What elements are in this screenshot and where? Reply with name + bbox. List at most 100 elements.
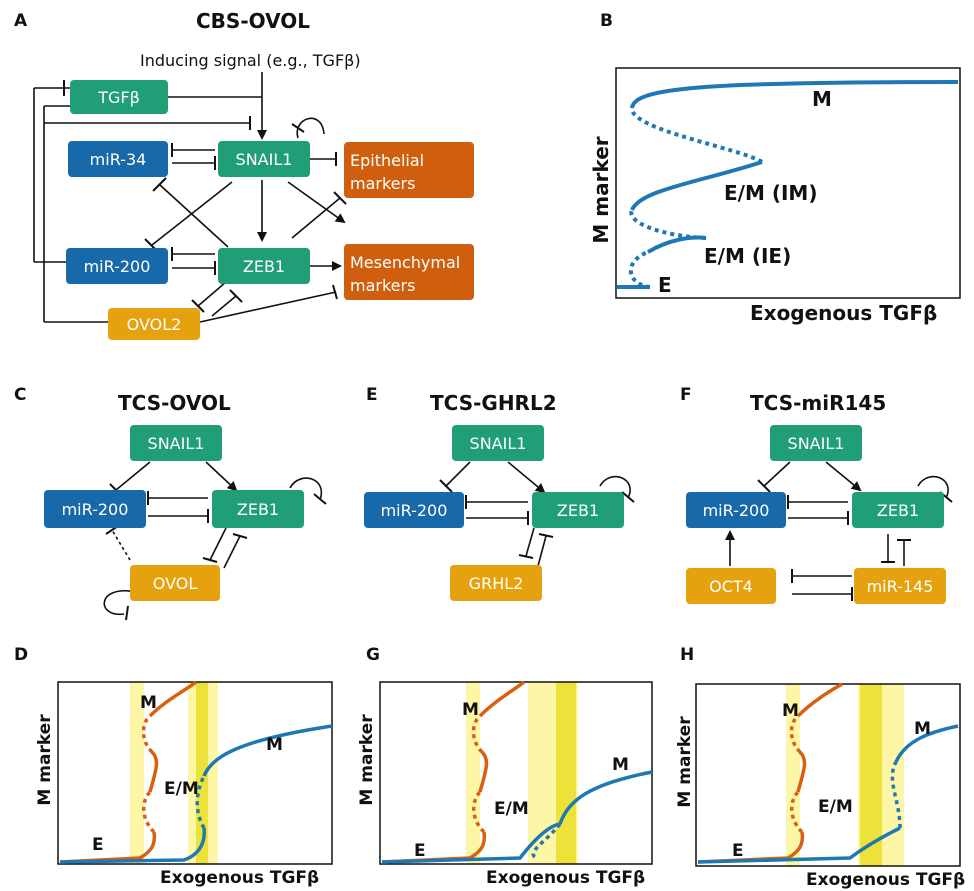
svg-text:SNAIL1: SNAIL1 [470,434,527,453]
node-zeb1-a: ZEB1 [218,248,310,284]
node-snail1-e: SNAIL1 [452,425,544,461]
node-grhl2-e: GRHL2 [450,565,542,601]
svg-text:Epithelial: Epithelial [350,151,424,170]
panel-g: G M marker Exogenous TGFβ M M E/M E [357,645,653,888]
svg-text:ZEB1: ZEB1 [243,257,285,276]
panel-f: F TCS-miR145 SNAIL1 [680,385,953,604]
panel-d-band-1 [130,682,144,864]
svg-text:SNAIL1: SNAIL1 [788,434,845,453]
svg-text:SNAIL1: SNAIL1 [148,434,205,453]
panel-h-label-m-blue: M [914,719,931,739]
panel-b-label-m: M [812,87,832,111]
svg-text:miR-145: miR-145 [867,577,934,596]
panel-h-label-em: E/M [818,797,853,817]
node-zeb1-f: ZEB1 [852,492,944,528]
panel-h-band-2-dark [860,684,882,866]
node-mir200-f: miR-200 [686,492,786,528]
svg-text:ZEB1: ZEB1 [877,501,919,520]
panel-c-edges [103,461,327,621]
panel-d-letter: D [14,645,28,665]
panel-h-curves [697,682,959,864]
svg-text:markers: markers [350,174,415,193]
node-snail1-c: SNAIL1 [130,425,222,461]
panel-a-title: CBS-OVOL [196,9,310,33]
svg-text:SNAIL1: SNAIL1 [236,150,293,169]
panel-e-edges [439,461,635,567]
svg-text:miR-34: miR-34 [90,150,147,169]
panel-h-label-e: E [732,841,744,861]
svg-text:OVOL: OVOL [153,574,198,593]
panel-b-label-im: E/M (IM) [724,181,817,205]
panel-h-label-m-orange: M [782,701,799,721]
node-tgfb-a: TGFβ [70,80,168,114]
node-zeb1-e: ZEB1 [532,492,624,528]
node-mesenchymal-markers-a: Mesenchymal markers [344,244,474,300]
svg-text:Mesenchymal: Mesenchymal [350,253,460,272]
panel-g-letter: G [366,645,380,665]
node-mir34-a: miR-34 [68,141,168,177]
panel-b-ylabel: M marker [589,136,613,243]
panel-b-curve [617,80,959,289]
panel-b-label-e: E [658,273,672,297]
panel-f-letter: F [680,385,692,405]
panel-g-label-m-blue: M [612,755,629,775]
panel-d-label-em: E/M [164,779,199,799]
panel-h-band-1 [786,684,800,866]
panel-e-title: TCS-GHRL2 [430,391,557,415]
panel-h-ylabel: M marker [675,716,695,808]
inducing-signal-label: Inducing signal (e.g., TGFβ) [140,51,361,70]
node-ovol2-a: OVOL2 [108,308,200,340]
panel-f-edges [725,461,953,601]
svg-text:TGFβ: TGFβ [97,88,140,107]
svg-text:ZEB1: ZEB1 [557,501,599,520]
node-mir200-e: miR-200 [364,492,464,528]
node-mir200-c: miR-200 [44,490,146,528]
node-mir200-a: miR-200 [66,248,168,284]
panel-g-label-m-orange: M [462,700,479,720]
node-snail1-f: SNAIL1 [770,425,862,461]
svg-text:ZEB1: ZEB1 [237,500,279,519]
panel-g-band-2-dark [556,682,576,864]
panel-f-title: TCS-miR145 [750,391,886,415]
panel-b: B M marker Exogenous TGFβ M E/M (IM) E/M… [589,11,961,325]
node-ovol-c: OVOL [130,565,220,601]
panel-b-xlabel: Exogenous TGFβ [750,301,937,325]
panel-c-title: TCS-OVOL [118,391,231,415]
panel-g-curves [381,680,653,864]
svg-text:miR-200: miR-200 [381,501,448,520]
panel-h-letter: H [680,645,694,665]
svg-text:OVOL2: OVOL2 [127,315,182,334]
panel-b-label-ie: E/M (IE) [704,244,791,268]
panel-h-xlabel: Exogenous TGFβ [806,870,965,890]
panel-g-label-e: E [414,841,426,861]
svg-text:markers: markers [350,276,415,295]
panel-d-curves [59,680,333,864]
panel-c-letter: C [14,385,26,405]
panel-c: C TCS-OVOL SNAIL1 miR-200 [14,385,327,621]
node-snail1-a: SNAIL1 [218,141,310,177]
node-epithelial-markers-a: Epithelial markers [344,142,474,198]
node-oct4-f: OCT4 [686,568,776,604]
panel-g-ylabel: M marker [357,714,377,806]
node-zeb1-c: ZEB1 [212,490,304,528]
panel-g-label-em: E/M [494,799,529,819]
svg-text:miR-200: miR-200 [703,501,770,520]
panel-e-letter: E [366,385,378,405]
panel-h: H M marker Exogenous TGFβ M M E/M E [675,645,965,890]
panel-d-label-e: E [92,835,104,855]
panel-b-letter: B [600,11,613,31]
panel-d: D M marker Exogenous TGFβ M M E/M E [14,645,333,888]
svg-text:miR-200: miR-200 [84,257,151,276]
svg-text:miR-200: miR-200 [62,500,129,519]
svg-text:OCT4: OCT4 [709,577,753,596]
panel-g-band-1 [466,682,480,864]
svg-text:GRHL2: GRHL2 [469,574,524,593]
node-mir145-f: miR-145 [854,568,946,604]
panel-d-xlabel: Exogenous TGFβ [160,868,319,888]
panel-a-edges [33,72,347,323]
panel-d-label-m-orange: M [140,693,157,713]
panel-d-ylabel: M marker [35,714,55,806]
panel-a: A CBS-OVOL Inducing signal (e.g., TGFβ) [14,9,474,340]
panel-e: E TCS-GHRL2 SNAIL1 miR-200 ZEB1 [364,385,635,601]
